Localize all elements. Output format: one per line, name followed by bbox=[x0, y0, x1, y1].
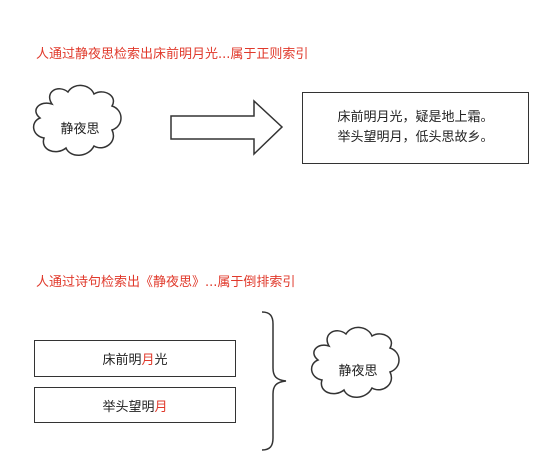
cloud-label-bottom: 静夜思 bbox=[338, 364, 378, 379]
cloud-shape-top bbox=[32, 84, 122, 156]
verse-2-highlight: 月 bbox=[154, 399, 168, 415]
inverted-index-caption: 人通过诗句检索出《静夜思》...属于倒排索引 bbox=[36, 275, 296, 290]
verse-1-highlight: 月 bbox=[141, 353, 155, 368]
verse-box-1: 床前明月光 bbox=[34, 340, 236, 377]
verse-box-2: 举头望明月 bbox=[34, 387, 236, 423]
poem-line-2: 举头望明月，低头思故乡。 bbox=[337, 130, 494, 145]
cloud-shape-bottom bbox=[310, 326, 400, 398]
cloud-label-top: 静夜思 bbox=[60, 122, 100, 137]
right-arrow bbox=[170, 99, 284, 156]
verse-1-tail: 光 bbox=[154, 353, 168, 368]
poem-line-1: 床前明月光，疑是地上霜。 bbox=[337, 110, 494, 125]
forward-index-caption: 人通过静夜思检索出床前明月光...属于正则索引 bbox=[36, 47, 309, 62]
curly-brace bbox=[261, 311, 287, 451]
verse-2-text: 举头望明 bbox=[102, 399, 155, 415]
poem-result-box: 床前明月光，疑是地上霜。 举头望明月，低头思故乡。 bbox=[302, 92, 529, 164]
verse-1-text: 床前明 bbox=[102, 353, 142, 368]
